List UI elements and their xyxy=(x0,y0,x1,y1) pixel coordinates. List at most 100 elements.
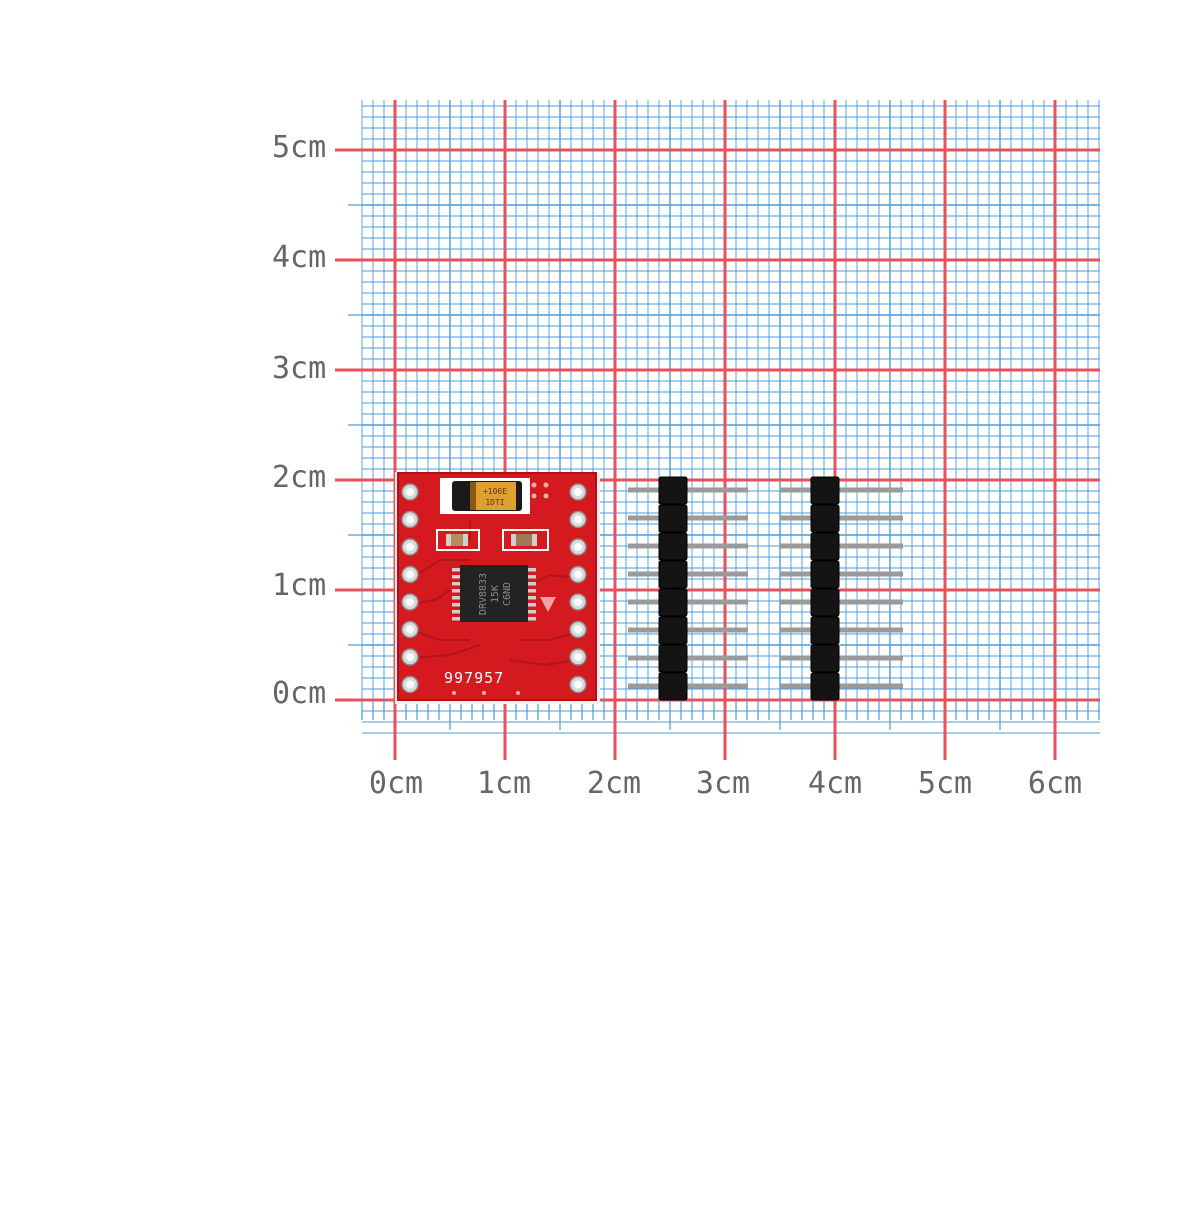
chip-leg xyxy=(452,610,460,614)
chip-leg xyxy=(528,575,536,579)
capacitor-body xyxy=(470,482,516,510)
tantalum-capacitor: +106E 1DTI xyxy=(440,478,530,514)
pin-hole-center xyxy=(574,598,582,606)
header-pin xyxy=(628,599,748,605)
pin-hole-center xyxy=(406,625,414,634)
header-pin xyxy=(780,599,903,605)
header-pin xyxy=(628,627,748,633)
header-pin xyxy=(780,683,903,689)
pin-hole-center xyxy=(574,625,582,634)
header-plastic-block xyxy=(658,588,688,617)
header-pin xyxy=(780,571,903,577)
chip-leg xyxy=(452,568,460,572)
chip-leg xyxy=(528,582,536,586)
left-pin-holes xyxy=(401,483,419,694)
header-plastic-block xyxy=(810,644,840,673)
axis-ticks xyxy=(348,204,1100,730)
header-plastic-block xyxy=(658,644,688,673)
header-pin xyxy=(628,543,748,549)
x-label-0: 0cm xyxy=(369,766,423,801)
header-plastic-block xyxy=(658,560,688,589)
header-plastic-block xyxy=(658,532,688,561)
chip-leg xyxy=(528,610,536,614)
chip-legs xyxy=(452,568,536,621)
chip-leg xyxy=(452,582,460,586)
pin-hole-center xyxy=(574,680,582,689)
header-plastic-block xyxy=(810,588,840,617)
smd-resistor-right xyxy=(502,529,549,551)
driver-chip: DRV8833 15K C6ND xyxy=(452,565,556,622)
x-axis-labels: 0cm 1cm 2cm 3cm 4cm 5cm 6cm xyxy=(369,766,1082,801)
y-label-0: 0cm xyxy=(272,676,326,711)
right-pin-holes xyxy=(569,483,587,694)
pin-hole-center xyxy=(406,570,414,579)
pin-hole-center xyxy=(574,570,582,579)
header-plastic-block xyxy=(658,616,688,645)
y-label-4: 4cm xyxy=(272,240,326,275)
pin-hole-center xyxy=(574,543,582,551)
header-pin xyxy=(628,515,748,521)
header-pin xyxy=(628,683,748,689)
x-label-6: 6cm xyxy=(1028,766,1082,801)
pin-hole-center xyxy=(406,515,414,524)
header-pin xyxy=(780,627,903,633)
pin-hole-center xyxy=(574,653,582,661)
ti-logo xyxy=(540,597,556,612)
x-label-2: 2cm xyxy=(587,766,641,801)
pcb-traces xyxy=(411,520,579,667)
header-plastic-block xyxy=(658,504,688,533)
capacitor-marking-1: +106E xyxy=(483,487,507,496)
header-pin xyxy=(780,515,903,521)
header-pin xyxy=(628,655,748,661)
pin-header-1 xyxy=(628,476,748,701)
chip-marking-1: DRV8833 xyxy=(478,573,489,615)
chip-leg xyxy=(528,617,536,621)
header-pin xyxy=(628,571,748,577)
pin-hole-center xyxy=(406,598,414,606)
chip-leg xyxy=(528,589,536,593)
chip-leg xyxy=(452,575,460,579)
header-plastic-block xyxy=(810,672,840,701)
pin-header-2 xyxy=(780,476,903,701)
x-label-3: 3cm xyxy=(696,766,750,801)
y-label-3: 3cm xyxy=(272,351,326,386)
y-axis-labels: 0cm 1cm 2cm 3cm 4cm 5cm xyxy=(272,130,326,711)
header-plastic-block xyxy=(810,476,840,505)
chip-marking-2: 15K xyxy=(490,585,501,603)
header-plastic-block xyxy=(810,560,840,589)
pin-hole-center xyxy=(406,653,414,661)
capacitor-marking-2: 1DTI xyxy=(485,498,504,507)
serial-text: 997957 xyxy=(444,669,504,687)
x-label-1: 1cm xyxy=(477,766,531,801)
pin-hole-center xyxy=(574,515,582,524)
chip-leg xyxy=(528,596,536,600)
y-label-5: 5cm xyxy=(272,130,326,165)
vias xyxy=(452,482,549,695)
header-plastic-block xyxy=(810,616,840,645)
header-pin xyxy=(780,487,903,493)
chip-body xyxy=(460,565,528,622)
chip-leg xyxy=(452,603,460,607)
pin-hole-center xyxy=(574,488,582,496)
y-label-1: 1cm xyxy=(272,568,326,603)
capacitor-polarity xyxy=(470,482,476,510)
chip-marking-3: C6ND xyxy=(502,582,513,606)
header-plastic-block xyxy=(810,532,840,561)
pin-hole-center xyxy=(406,488,414,496)
header-plastic-block xyxy=(658,476,688,505)
chip-leg xyxy=(452,617,460,621)
chip-leg xyxy=(452,589,460,593)
smd-resistor-left xyxy=(436,529,480,551)
header-pin xyxy=(780,543,903,549)
x-label-4: 4cm xyxy=(808,766,862,801)
motor-driver-board: +106E 1DTI DRV8833 15K xyxy=(395,472,600,704)
header-pin xyxy=(628,487,748,493)
chip-leg xyxy=(528,603,536,607)
y-label-2: 2cm xyxy=(272,460,326,495)
header-plastic-block xyxy=(658,672,688,701)
header-plastic-block xyxy=(810,504,840,533)
header-pin xyxy=(780,655,903,661)
pin-hole-center xyxy=(406,680,414,689)
